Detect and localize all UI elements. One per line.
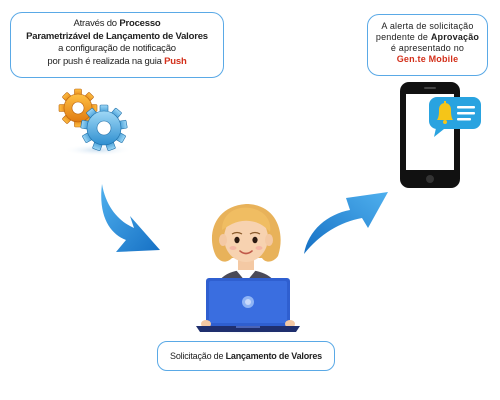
right-callout: A alerta de solicitação pendente de Apro…: [367, 14, 488, 76]
right-callout-line-2: pendente de Aprovação: [368, 32, 487, 43]
left-callout-line-3: a configuração de notificação: [58, 43, 176, 54]
gears-icon: [58, 88, 132, 156]
left-callout: Através do Processo Parametrizável de La…: [10, 12, 224, 78]
right-callout-bold-text: Aprovação: [430, 32, 480, 42]
push-tab-label: Push: [164, 55, 187, 67]
bottom-callout-bold-text: Lançamento de Valores: [225, 351, 323, 361]
up-arrow-icon: [304, 192, 388, 254]
bottom-callout: Solicitação de Lançamento de Valores: [157, 341, 335, 371]
app-name-label: Gen.te Mobile: [396, 54, 459, 64]
right-callout-line-1: A alerta de solicitação: [381, 21, 474, 31]
bottom-callout-text: Solicitação de: [170, 351, 226, 361]
left-callout-bold-text: Processo: [119, 18, 161, 29]
left-callout-line-1: Através do Processo: [11, 18, 223, 31]
bell-notification-icon: [429, 97, 481, 137]
left-callout-text: por push é realizada na guia: [47, 55, 165, 67]
right-callout-text: pendente de: [375, 32, 431, 42]
left-callout-line-2: Parametrizável de Lançamento de Valores: [26, 30, 208, 42]
user-with-laptop-icon: [196, 204, 300, 335]
left-callout-line-4: por push é realizada na guia Push: [11, 56, 223, 69]
down-arrow-icon: [101, 184, 160, 252]
left-callout-text: Através do: [73, 18, 120, 29]
right-callout-line-3: é apresentado no: [390, 43, 465, 53]
